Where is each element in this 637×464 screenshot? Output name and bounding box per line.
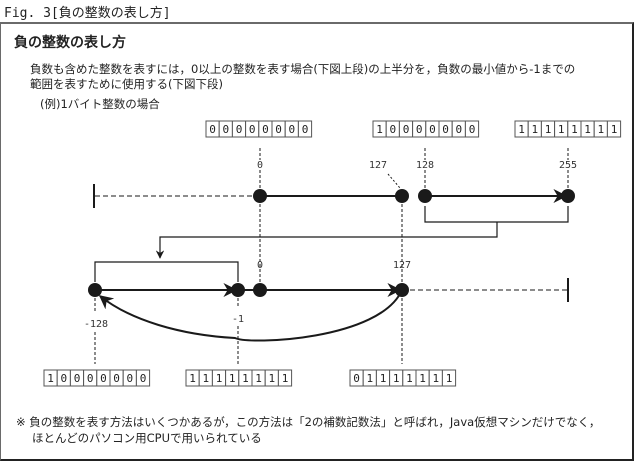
upper-bracket [424,206,569,223]
point-127-lower [395,283,409,297]
upper-number-line: 0 127 128 255 [93,148,577,286]
bit-digit: 1 [406,372,413,385]
bracket-connector-arrow [155,222,498,259]
point-127-upper [395,189,409,203]
bit-digit: 1 [216,372,223,385]
leader-127-diag [387,173,401,189]
bit-digit: 0 [429,123,436,136]
bit-digit: 1 [202,372,209,385]
point-neg1 [231,283,245,297]
bit-digit: 1 [376,123,383,136]
bit-digit: 1 [518,123,525,136]
lower-number-line: -128 -1 0 127 [84,260,569,364]
figure-frame [0,22,634,461]
footnote-line-1: ※ 負の整数を表す方法はいくつかあるが，この方法は「2の補数記数法」と呼ばれ，J… [16,415,601,429]
bit-cell [441,369,457,387]
label-neg1: -1 [232,314,244,325]
label-127-upper: 127 [369,160,387,171]
bit-cell [277,369,293,387]
bit-digit: 1 [545,123,552,136]
bit-digit: 0 [416,123,423,136]
bit-digit: 0 [140,372,147,385]
bit-digit: 1 [380,372,387,385]
bit-digit: 0 [126,372,133,385]
lower-bracket [94,261,239,282]
bit-digit: 0 [236,123,243,136]
point-128-upper [418,189,432,203]
bit-digit: 1 [611,123,618,136]
bit-digit: 0 [87,372,94,385]
label-0-lower: 0 [257,260,263,271]
bit-digit: 1 [571,123,578,136]
footnote: ※ 負の整数を表す方法はいくつかあるが，この方法は「2の補数記数法」と呼ばれ，J… [16,414,600,446]
footnote-line-2: ほとんどのパソコン用CPUで用いられている [32,431,262,445]
bit-digit: 0 [100,372,107,385]
bit-digit: 0 [469,123,476,136]
bit-digit: 1 [446,372,453,385]
bit-digit: 1 [47,372,54,385]
bit-digit: 0 [288,123,295,136]
description-line-2: 範囲を表すために使用する(下図下段) [30,77,223,91]
bit-digit: 0 [455,123,462,136]
description-line-1: 負数も含めた整数を表すには，0以上の整数を表す場合(下図上段)の上半分を，負数の… [30,62,576,76]
bit-digit: 1 [584,123,591,136]
bit-digit: 1 [366,372,373,385]
bit-cell [606,120,622,138]
bit-digit: 1 [268,372,275,385]
label-neg128: -128 [84,319,108,330]
bit-digit: 0 [353,372,360,385]
bit-digit: 1 [432,372,439,385]
bit-digit: 0 [275,123,282,136]
bit-digit: 1 [531,123,538,136]
wraparound-arrow [98,289,403,342]
description: 負数も含めた整数を表すには，0以上の整数を表す場合(下図上段)の上半分を，負数の… [30,62,620,92]
figure-caption: Fig. 3[負の整数の表し方] [4,6,171,21]
bit-digit: 1 [189,372,196,385]
bit-cell [464,120,480,138]
bit-digit: 0 [74,372,81,385]
bit-digit: 0 [113,372,120,385]
bit-digit: 1 [419,372,426,385]
mapping-bracket [94,206,569,282]
bit-digit: 1 [242,372,249,385]
bit-digit: 0 [442,123,449,136]
figure-title: 負の整数の表し方 [14,35,126,51]
bit-digit: 1 [229,372,236,385]
bit-digit: 0 [389,123,396,136]
bit-digit: 1 [255,372,262,385]
bit-digit: 1 [393,372,400,385]
bit-digit: 0 [249,123,256,136]
bit-cell [297,120,313,138]
bit-digit: 0 [209,123,216,136]
bit-digit: 0 [262,123,269,136]
label-255-upper: 255 [559,160,577,171]
bit-digit: 0 [302,123,309,136]
bit-digit: 0 [60,372,67,385]
bit-digit: 0 [403,123,410,136]
label-127-lower: 127 [393,260,411,271]
point-255-upper [561,189,575,203]
label-0-upper: 0 [257,160,263,171]
bit-digit: 1 [558,123,565,136]
example-label: (例)1バイト整数の場合 [40,97,160,111]
bit-digit: 0 [222,123,229,136]
point-neg128 [88,283,102,297]
point-0-upper [253,189,267,203]
bit-digit: 1 [282,372,289,385]
bit-digit: 1 [597,123,604,136]
point-0-lower [253,283,267,297]
label-128-upper: 128 [416,160,434,171]
bit-cell [135,369,151,387]
